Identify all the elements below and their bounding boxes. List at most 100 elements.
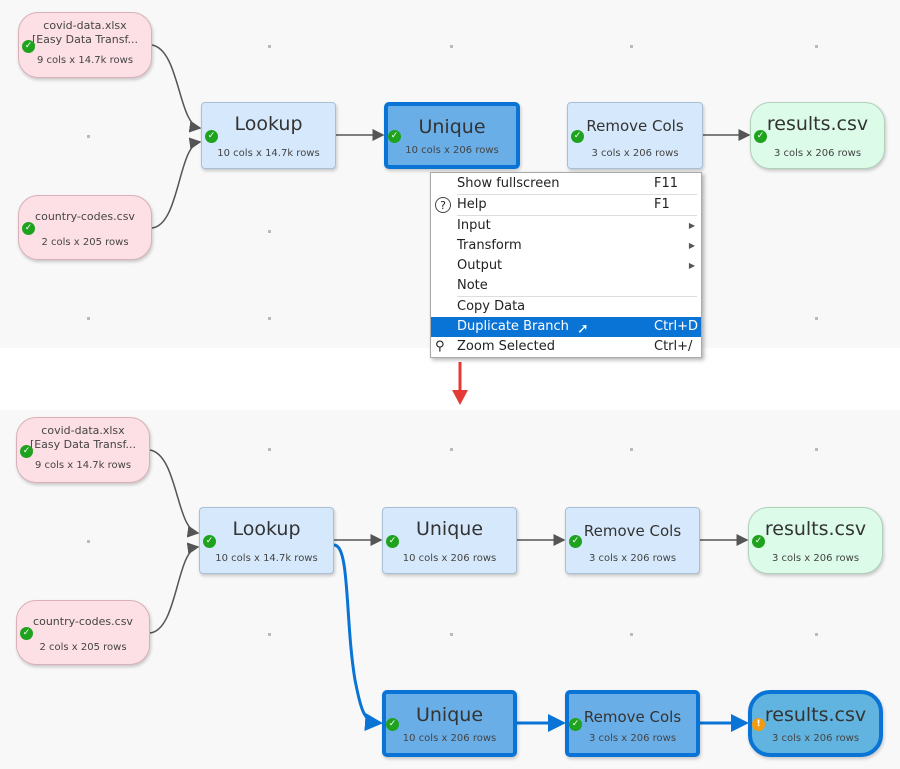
grid-dot xyxy=(815,317,818,320)
menu-label: Output xyxy=(457,258,503,273)
menu-item-zoom-selected[interactable]: ⚲ Zoom Selected Ctrl+/ xyxy=(431,337,701,357)
check-icon: ✓ xyxy=(571,129,584,143)
node-title: Unique xyxy=(415,518,484,540)
menu-label: Show fullscreen xyxy=(457,176,560,191)
mouse-cursor-icon: ➚ xyxy=(577,321,589,337)
grid-dot xyxy=(87,135,90,138)
edge-new xyxy=(333,543,383,731)
node-unique[interactable]: Unique 10 cols x 206 rows ✓ xyxy=(384,102,520,169)
node-title: Remove Cols xyxy=(583,522,682,540)
node-title: Lookup xyxy=(232,518,301,540)
help-circle-icon: ? xyxy=(435,197,451,213)
node-remove[interactable]: Remove Cols 3 cols x 206 rows ✓ xyxy=(567,102,703,169)
node-title: Lookup xyxy=(234,113,303,135)
node-stats: 3 cols x 206 rows xyxy=(588,733,677,744)
menu-label: Copy Data xyxy=(457,299,526,314)
check-icon: ✓ xyxy=(386,717,399,731)
grid-dot xyxy=(630,633,633,636)
grid-dot xyxy=(268,45,271,48)
check-icon: ✓ xyxy=(205,129,218,143)
node-stats: 3 cols x 206 rows xyxy=(771,553,860,564)
grid-dot xyxy=(815,448,818,451)
shortcut: F1 xyxy=(654,197,670,212)
grid-dot xyxy=(815,45,818,48)
node-title-line2: [Easy Data Transf... xyxy=(29,438,137,451)
grid-dot xyxy=(815,633,818,636)
context-menu: Show fullscreen F11 ? Help F1 Input▶ Transf… xyxy=(430,172,702,358)
node-title: Unique xyxy=(418,116,486,138)
shortcut: Ctrl+/ xyxy=(654,339,693,354)
menu-item-input[interactable]: Input▶ xyxy=(431,216,701,236)
zoom-icon: ⚲ xyxy=(435,339,445,354)
submenu-arrow-icon: ▶ xyxy=(688,241,695,250)
node-title: covid-data.xlsx xyxy=(41,424,125,437)
grid-dot xyxy=(450,45,453,48)
menu-item-help[interactable]: ? Help F1 xyxy=(431,195,701,215)
node-stats: 10 cols x 14.7k rows xyxy=(215,553,318,564)
node-title: results.csv xyxy=(764,704,867,726)
check-icon: ✓ xyxy=(22,40,35,53)
edge xyxy=(151,44,202,133)
check-icon: ✓ xyxy=(203,534,216,548)
grid-dot xyxy=(450,448,453,451)
menu-label: Transform xyxy=(457,238,522,253)
menu-label: Help xyxy=(457,197,487,212)
grid-dot xyxy=(268,448,271,451)
menu-item-transform[interactable]: Transform ▶ xyxy=(431,236,701,256)
node-lookup[interactable]: Lookup 10 cols x 14.7k rows ✓ xyxy=(199,507,334,574)
node-results[interactable]: results.csv 3 cols x 206 rows ✓ xyxy=(748,507,883,574)
node-stats: 10 cols x 206 rows xyxy=(405,145,499,156)
node-country[interactable]: country-codes.csv 2 cols x 205 rows ✓ xyxy=(18,195,152,260)
grid-dot xyxy=(450,633,453,636)
check-icon: ✓ xyxy=(569,534,582,548)
node-stats: 2 cols x 205 rows xyxy=(41,237,129,248)
node-stats: 3 cols x 206 rows xyxy=(591,148,679,159)
node-stats: 9 cols x 14.7k rows xyxy=(34,460,132,471)
node-title: Remove Cols xyxy=(583,708,682,726)
grid-dot xyxy=(87,540,90,543)
menu-item-note[interactable]: Note xyxy=(431,276,701,296)
grid-dot xyxy=(268,230,271,233)
grid-dot xyxy=(630,45,633,48)
node-results[interactable]: results.csv 3 cols x 206 rows! xyxy=(748,690,883,757)
check-icon: ✓ xyxy=(569,717,582,731)
menu-label: Duplicate Branch xyxy=(457,319,569,334)
node-stats: 2 cols x 205 rows xyxy=(39,642,127,653)
edge xyxy=(151,137,202,229)
node-title: Remove Cols xyxy=(586,117,684,135)
menu-item-output[interactable]: Output ▶ xyxy=(431,256,701,276)
node-title: results.csv xyxy=(766,113,869,135)
node-stats: 10 cols x 206 rows xyxy=(402,553,497,564)
shortcut: Ctrl+D xyxy=(654,319,699,334)
menu-item-copy-data[interactable]: Copy Data xyxy=(431,297,701,317)
shortcut: F11 xyxy=(654,176,679,191)
menu-item-duplicate-branch[interactable]: Duplicate Branch Ctrl+D ➚ xyxy=(431,317,701,337)
menu-item-show-fullscreen[interactable]: Show fullscreen F11 xyxy=(431,174,701,194)
node-title: results.csv xyxy=(764,518,867,540)
check-icon: ✓ xyxy=(752,534,765,548)
menu-label: Zoom Selected xyxy=(457,339,555,354)
edge xyxy=(149,449,200,538)
check-icon: ✓ xyxy=(20,627,33,640)
node-covid[interactable]: covid-data.xlsx[Easy Data Transf... 9 col… xyxy=(16,417,150,483)
node-remove[interactable]: Remove Cols 3 cols x 206 rows ✓ xyxy=(565,690,700,757)
node-title: Unique xyxy=(415,704,484,726)
menu-label: Note xyxy=(457,278,488,293)
grid-dot xyxy=(268,317,271,320)
warning-icon: ! xyxy=(752,717,765,731)
edge xyxy=(149,542,200,634)
grid-dot xyxy=(87,317,90,320)
check-icon: ✓ xyxy=(22,222,35,235)
node-title: covid-data.xlsx xyxy=(43,19,127,32)
node-covid[interactable]: covid-data.xlsx[Easy Data Transf...9 col… xyxy=(18,12,152,78)
submenu-arrow-icon: ▶ xyxy=(688,261,695,270)
node-title: country-codes.csv xyxy=(35,210,135,223)
node-stats: 3 cols x 206 rows xyxy=(771,733,860,744)
check-icon: ✓ xyxy=(388,129,401,143)
